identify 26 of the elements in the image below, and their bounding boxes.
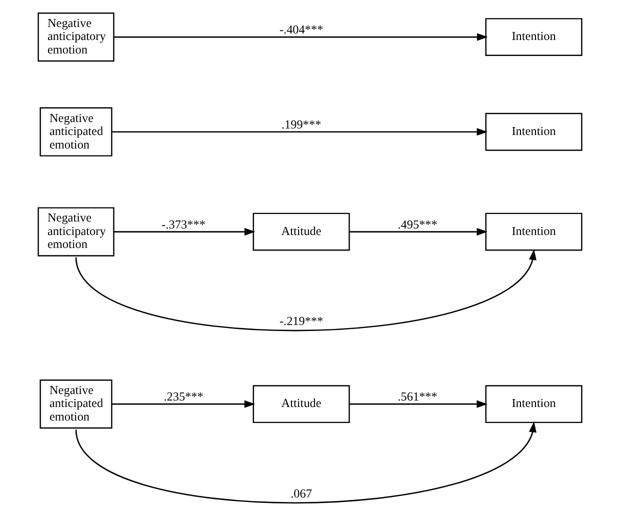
node-box: Intention [485,18,582,56]
arrow [114,32,488,40]
edge-label: .495*** [398,216,438,231]
edge-label: .561*** [398,389,438,404]
node-box: Intention [485,384,582,423]
edge-label: -.404*** [279,22,324,36]
node-box: Negative anticipatory emotion [38,12,114,62]
node-box: Negative anticipated emotion [40,379,112,428]
node-box: Intention [485,112,582,150]
node-box: Negative anticipatory emotion [38,206,114,256]
arrow [112,400,256,408]
edge-label: -.219*** [279,314,324,328]
arrow [349,227,488,236]
edge-label: .067 [290,486,312,500]
arrow [75,420,536,503]
edge-label: -.373*** [162,216,206,231]
node-box: Intention [485,212,582,250]
node-box: Attitude [252,384,350,423]
edge-label: .199*** [281,116,322,131]
edge-label: .235*** [164,389,204,404]
arrow [112,128,488,136]
arrow [75,248,536,331]
arrow [349,400,488,408]
arrow [114,227,256,236]
node-box: Negative anticipated emotion [40,106,112,156]
node-box: Attitude [252,212,350,250]
